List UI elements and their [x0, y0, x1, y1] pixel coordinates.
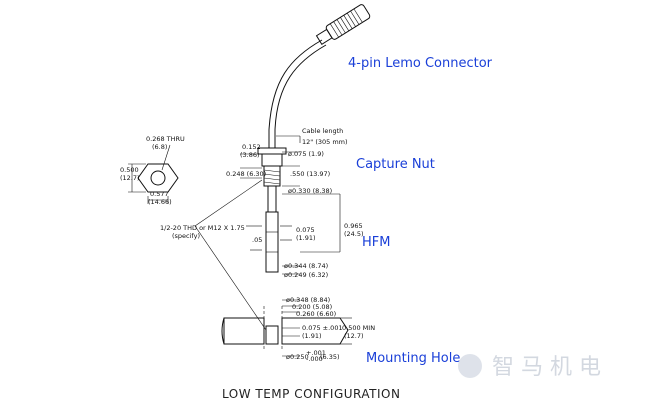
- thread-spec-note: (specify): [172, 232, 200, 240]
- label-capture-nut: Capture Nut: [356, 157, 435, 172]
- hfm-body: [265, 186, 279, 273]
- dim-075c-mm: (1.91): [302, 332, 322, 340]
- dim-550: .550 (13.97): [290, 170, 330, 178]
- dim-344: ø0.344 (8.74): [284, 262, 328, 270]
- watermark-text: 智 马 机 电: [492, 355, 601, 380]
- dim-075a: ø.075 (1.9): [288, 150, 324, 158]
- dim-thru-hole-mm: (6.8): [152, 143, 167, 151]
- dim-348: ø0.348 (8.84): [286, 296, 330, 304]
- dim-075b-mm: (1.91): [296, 234, 316, 242]
- dim-075c: 0.075 ±.001: [302, 324, 343, 332]
- dim-260: 0.260 (6.60): [296, 310, 336, 318]
- dim-250-tol-minus: -.000: [306, 355, 323, 363]
- dim-nut-width-mm: (14.66): [148, 198, 172, 206]
- dim-nut-height-mm: (12.7): [120, 174, 140, 182]
- dim-500min: 0.500 MIN: [342, 324, 375, 332]
- label-mounting-hole: Mounting Hole: [366, 351, 460, 366]
- capture-nut: [257, 147, 287, 187]
- dim-330: ø0.330 (8.38): [288, 187, 332, 195]
- dim-965: 0.965: [344, 222, 363, 230]
- dim-200: 0.200 (5.08): [292, 303, 332, 311]
- dim-248: 0.248 (6.30): [226, 170, 266, 178]
- dimension-lines: [194, 135, 352, 357]
- dim-thru-hole: 0.268 THRU: [146, 135, 185, 143]
- dim-249: ø0.249 (6.32): [284, 271, 328, 279]
- dim-250-mm: (6.35): [320, 353, 340, 361]
- dim-250: ø0.250: [286, 353, 309, 361]
- label-hfm: HFM: [362, 235, 390, 250]
- dim-500min-mm: (12.7): [344, 332, 364, 340]
- mounting-block: [221, 306, 349, 350]
- dim-152: 0.152: [242, 143, 261, 151]
- dim-250-tol-plus: +.001: [306, 349, 326, 357]
- cable: [268, 39, 327, 148]
- configuration-title: LOW TEMP CONFIGURATION: [222, 387, 400, 400]
- label-connector: 4-pin Lemo Connector: [348, 56, 493, 71]
- dim-nut-height: 0.500: [120, 166, 139, 174]
- dim-152-mm: (3.86): [240, 151, 260, 159]
- lemo-connector: [315, 4, 371, 45]
- nut-end-view: [128, 144, 179, 204]
- dim-965-mm: (24.5): [344, 230, 364, 238]
- dim-05: .05: [252, 236, 262, 244]
- dim-cable-length: 12" (305 mm): [302, 138, 348, 146]
- watermark: 智 马 机 电: [458, 354, 601, 380]
- dim-cable-length-label: Cable length: [302, 127, 343, 135]
- dim-nut-width: 0.577: [150, 190, 169, 198]
- dim-075b: 0.075: [296, 226, 315, 234]
- thread-spec: 1/2-20 THD or M12 X 1.75: [160, 224, 245, 232]
